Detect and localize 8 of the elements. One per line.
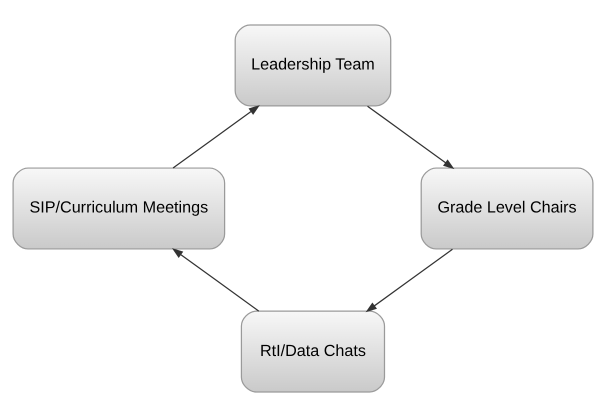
node-box: RtI/Data Chats bbox=[240, 310, 386, 392]
arrow bbox=[367, 105, 454, 169]
arrow bbox=[172, 104, 260, 168]
arrow bbox=[366, 248, 453, 312]
arrow bbox=[172, 248, 260, 312]
node-box: Grade Level Chairs bbox=[420, 166, 594, 250]
node-box: SIP/Curriculum Meetings bbox=[12, 166, 226, 250]
node-box: Leadership Team bbox=[234, 24, 392, 106]
